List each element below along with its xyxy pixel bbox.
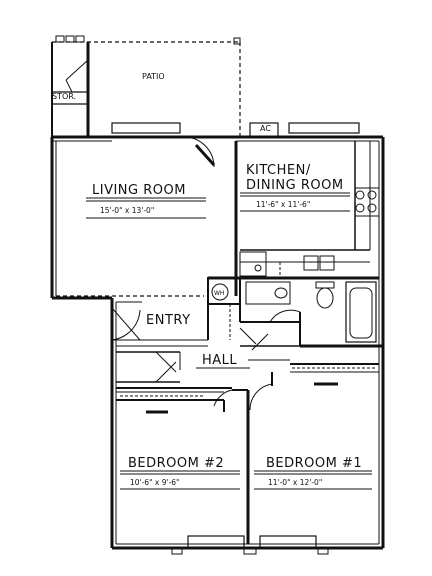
- storage-label: STOR.: [52, 92, 76, 101]
- entry-label: ENTRY: [146, 313, 191, 328]
- patio-area: [51, 35, 241, 137]
- bathroom: [208, 276, 383, 348]
- water-heater-label: WH: [214, 290, 224, 297]
- living-room-label: LIVING ROOM: [92, 183, 186, 198]
- bedroom2-dimensions: 10'-6" x 9'-6": [130, 478, 180, 487]
- hall-label: HALL: [202, 353, 237, 368]
- patio-label: PATIO: [142, 72, 165, 81]
- kitchen-walls: [236, 140, 379, 278]
- water-heater-closet: [207, 277, 241, 305]
- entry-hall: [111, 301, 300, 389]
- bedroom2-label: BEDROOM #2: [128, 456, 224, 471]
- storage-closet: [51, 42, 90, 137]
- ac-label: AC: [260, 124, 271, 133]
- bedroom-walls: [116, 359, 379, 544]
- exterior-walls: [50, 122, 385, 555]
- bedroom1-label: BEDROOM #1: [266, 456, 362, 471]
- kitchen-label-line1: KITCHEN/: [246, 163, 311, 178]
- living-room-walls: [56, 136, 238, 297]
- living-room-dimensions: 15'-0" x 13'-0": [100, 206, 154, 215]
- kitchen-dimensions: 11'-6" x 11'-6": [256, 200, 310, 209]
- bedroom1-dimensions: 11'-0" x 12'-0": [268, 478, 322, 487]
- kitchen-label-line2: DINING ROOM: [246, 178, 344, 193]
